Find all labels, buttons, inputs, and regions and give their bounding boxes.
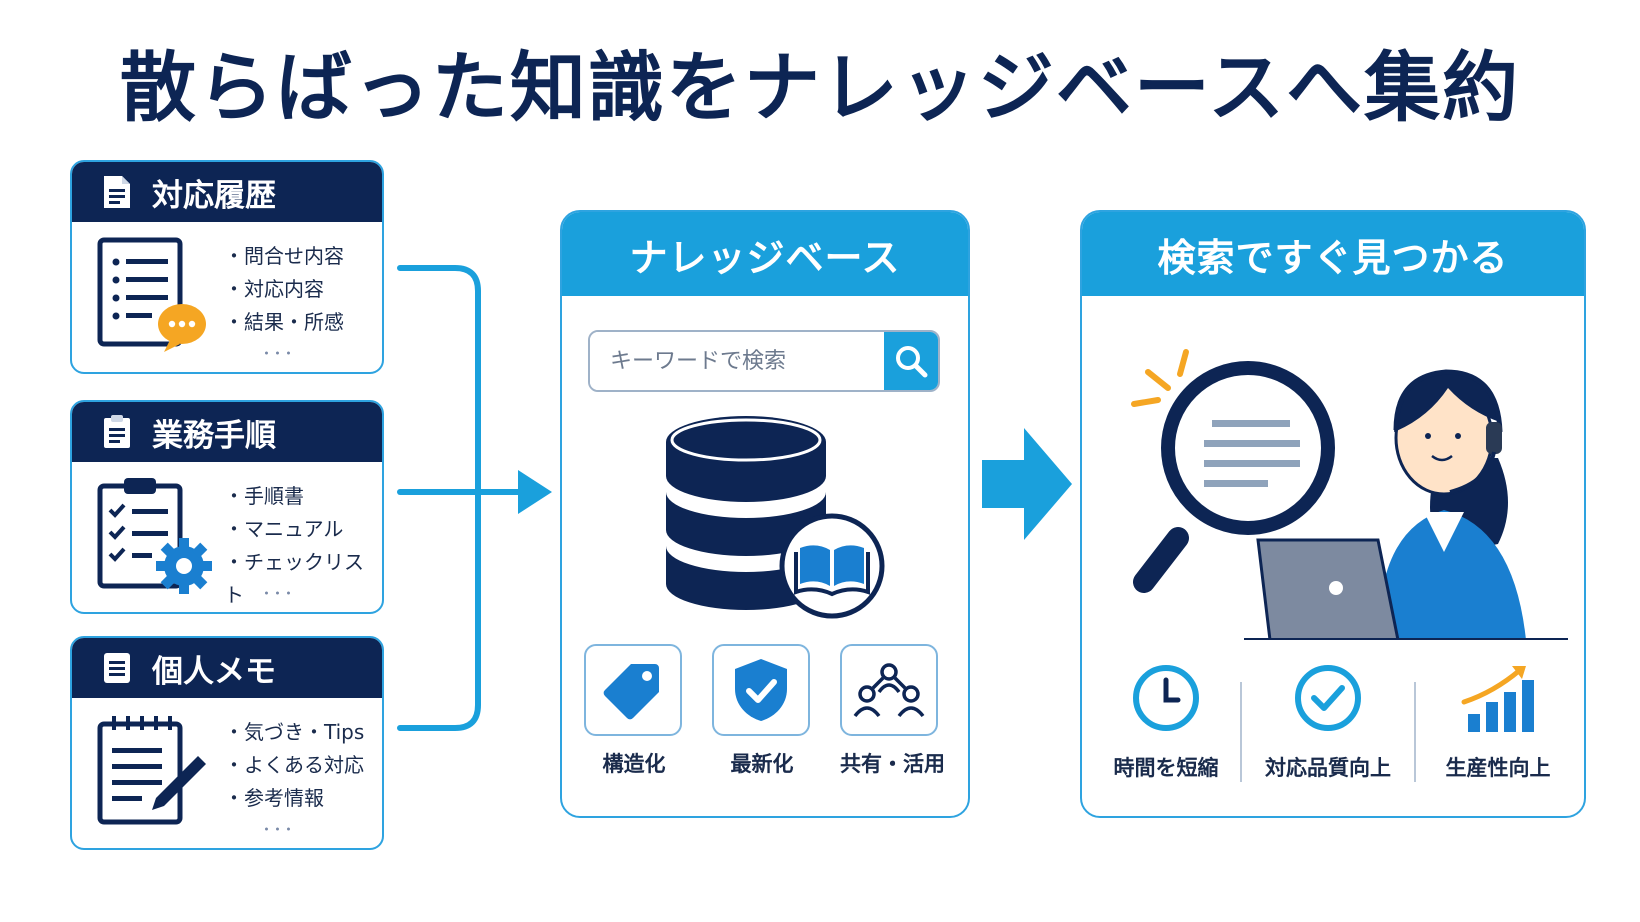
list-item: 結果・所感	[224, 306, 344, 339]
arrow-head	[518, 470, 552, 514]
divider	[1240, 682, 1242, 782]
document-icon	[100, 174, 134, 210]
headset-operator-icon	[1378, 369, 1526, 640]
panel-header: ナレッジベース	[562, 212, 968, 296]
notepad-icon	[97, 716, 206, 825]
list-item: 対応内容	[224, 273, 344, 306]
list-item: マニュアル	[224, 513, 382, 546]
benefit-label: 時間を短縮	[1113, 756, 1219, 780]
list-item: 手順書	[224, 480, 382, 513]
source-card-header: 個人メモ	[72, 638, 382, 698]
divider	[1414, 682, 1416, 782]
tag-icon	[603, 664, 659, 720]
people-icon	[853, 663, 925, 718]
book-icon	[779, 513, 885, 619]
source-card-memo: 個人メモ 気づき・Tips よくある対応 参考情報 ･･･	[70, 636, 384, 850]
panel-header: 検索ですぐ見つかる	[1082, 212, 1584, 296]
search-input[interactable]	[590, 332, 884, 390]
feature-shared: 共有・活用	[840, 644, 945, 778]
benefit-quality: 対応品質向上	[1248, 658, 1408, 782]
list-item: 気づき・Tips	[224, 716, 364, 749]
source-item-list: 手順書 マニュアル チェックリスト	[224, 480, 382, 612]
feature-label: 構造化	[602, 752, 666, 776]
source-card-header: 業務手順	[72, 402, 382, 462]
search-illustration	[1131, 349, 1568, 640]
list-item: チェックリスト	[224, 546, 382, 612]
knowledge-base-panel: ナレッジベース 構造化 最新化	[560, 210, 970, 818]
bar-chart-up-icon	[1461, 666, 1534, 732]
source-card-title: 対応履歴	[152, 177, 276, 214]
clock-icon	[1133, 665, 1199, 731]
source-card-history: 対応履歴 問合せ内容 対応内容 結果・所感 ･･･	[70, 160, 384, 374]
source-card-procedures: 業務手順 手順書 マニュアル チェックリスト	[70, 400, 384, 614]
checklist-icon	[97, 478, 212, 594]
pen-icon	[152, 756, 206, 810]
list-item: 問合せ内容	[224, 240, 344, 273]
more-ellipsis: ･･･	[262, 584, 295, 605]
more-ellipsis: ･･･	[262, 344, 295, 365]
search-icon	[896, 346, 928, 378]
laptop-icon	[1244, 538, 1568, 640]
feature-label: 最新化	[730, 752, 794, 776]
benefit-productivity: 生産性向上	[1418, 658, 1578, 782]
benefit-label: 生産性向上	[1445, 756, 1551, 780]
source-card-title: 業務手順	[152, 417, 276, 454]
source-card-title: 個人メモ	[152, 653, 276, 690]
source-item-list: 問合せ内容 対応内容 結果・所感	[224, 240, 344, 339]
gear-icon	[156, 538, 212, 594]
big-arrow-icon	[982, 428, 1072, 540]
clipboard-icon	[100, 414, 134, 450]
search-bar	[588, 330, 940, 392]
magnifier-icon	[1133, 361, 1335, 593]
source-item-list: 気づき・Tips よくある対応 参考情報	[224, 716, 364, 815]
search-button[interactable]	[884, 332, 938, 390]
list-item: よくある対応	[224, 749, 364, 782]
chat-bubble-icon	[158, 304, 206, 352]
feature-label: 共有・活用	[840, 752, 945, 776]
more-ellipsis: ･･･	[262, 820, 295, 841]
shield-check-icon	[735, 659, 787, 721]
document-list-icon	[97, 237, 206, 352]
check-circle-icon	[1295, 665, 1361, 731]
benefit-time: 時間を短縮	[1086, 658, 1246, 782]
feature-updated: 最新化	[712, 644, 812, 778]
benefit-label: 対応品質向上	[1265, 756, 1391, 780]
result-panel: 検索ですぐ見つかる	[1080, 210, 1586, 818]
page-title: 散らばった知識をナレッジベースへ集約	[119, 43, 1521, 132]
feature-structured: 構造化	[584, 644, 684, 778]
list-item: 参考情報	[224, 782, 364, 815]
notes-icon	[100, 650, 134, 686]
source-card-header: 対応履歴	[72, 162, 382, 222]
spark-lines	[1131, 349, 1189, 407]
database-icon	[666, 416, 885, 619]
